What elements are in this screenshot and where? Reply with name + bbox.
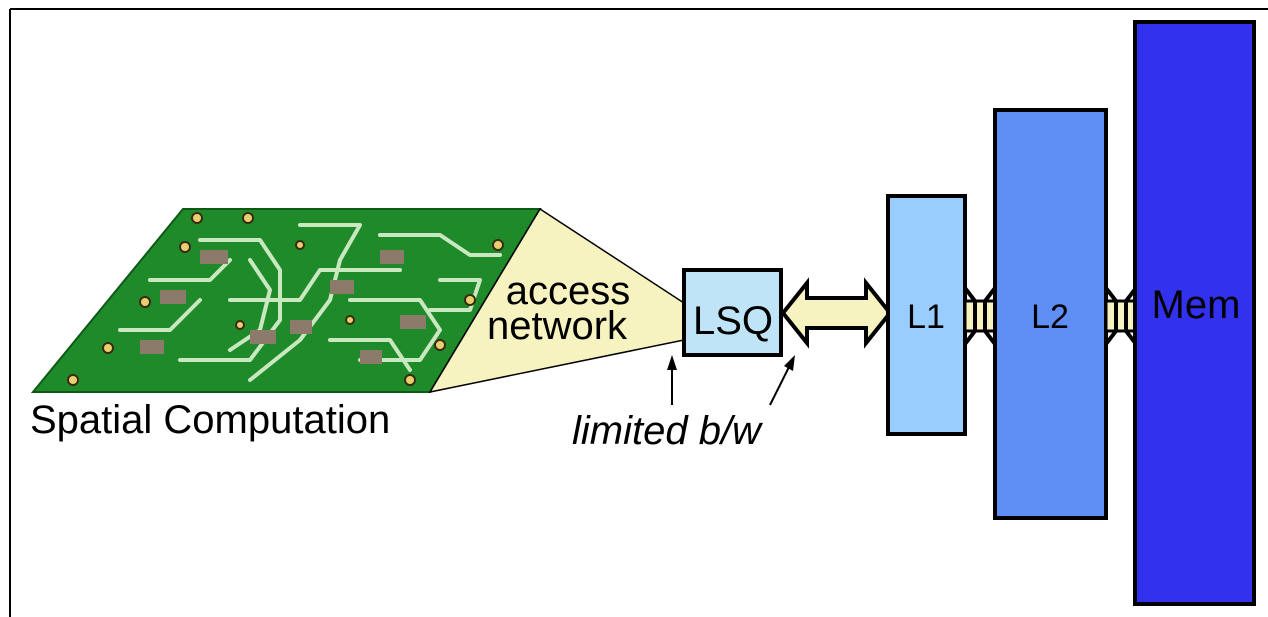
- spatial-computation-label: Spatial Computation: [30, 398, 390, 442]
- limited-bw-label: limited b/w: [572, 409, 764, 453]
- l2-cache-box: [993, 108, 1108, 520]
- l1-label: L1: [907, 298, 945, 336]
- memory-label: Mem: [1152, 283, 1241, 327]
- access-network-label-line1: access: [506, 269, 631, 313]
- lsq-l1-bus-arrow: [780, 277, 893, 349]
- access-network-label-line2: network: [487, 304, 628, 348]
- l2-label: L2: [1031, 298, 1069, 336]
- l2-mem-bus-arrow: [1104, 286, 1138, 346]
- lsq-label: LSQ: [693, 299, 773, 343]
- circuit-board-image: [30, 208, 542, 393]
- memory-box: [1133, 20, 1256, 606]
- l1-cache-box: [886, 194, 967, 436]
- limited-bw-pointer-arrows: [667, 355, 795, 406]
- l1-l2-bus-arrow: [963, 286, 997, 346]
